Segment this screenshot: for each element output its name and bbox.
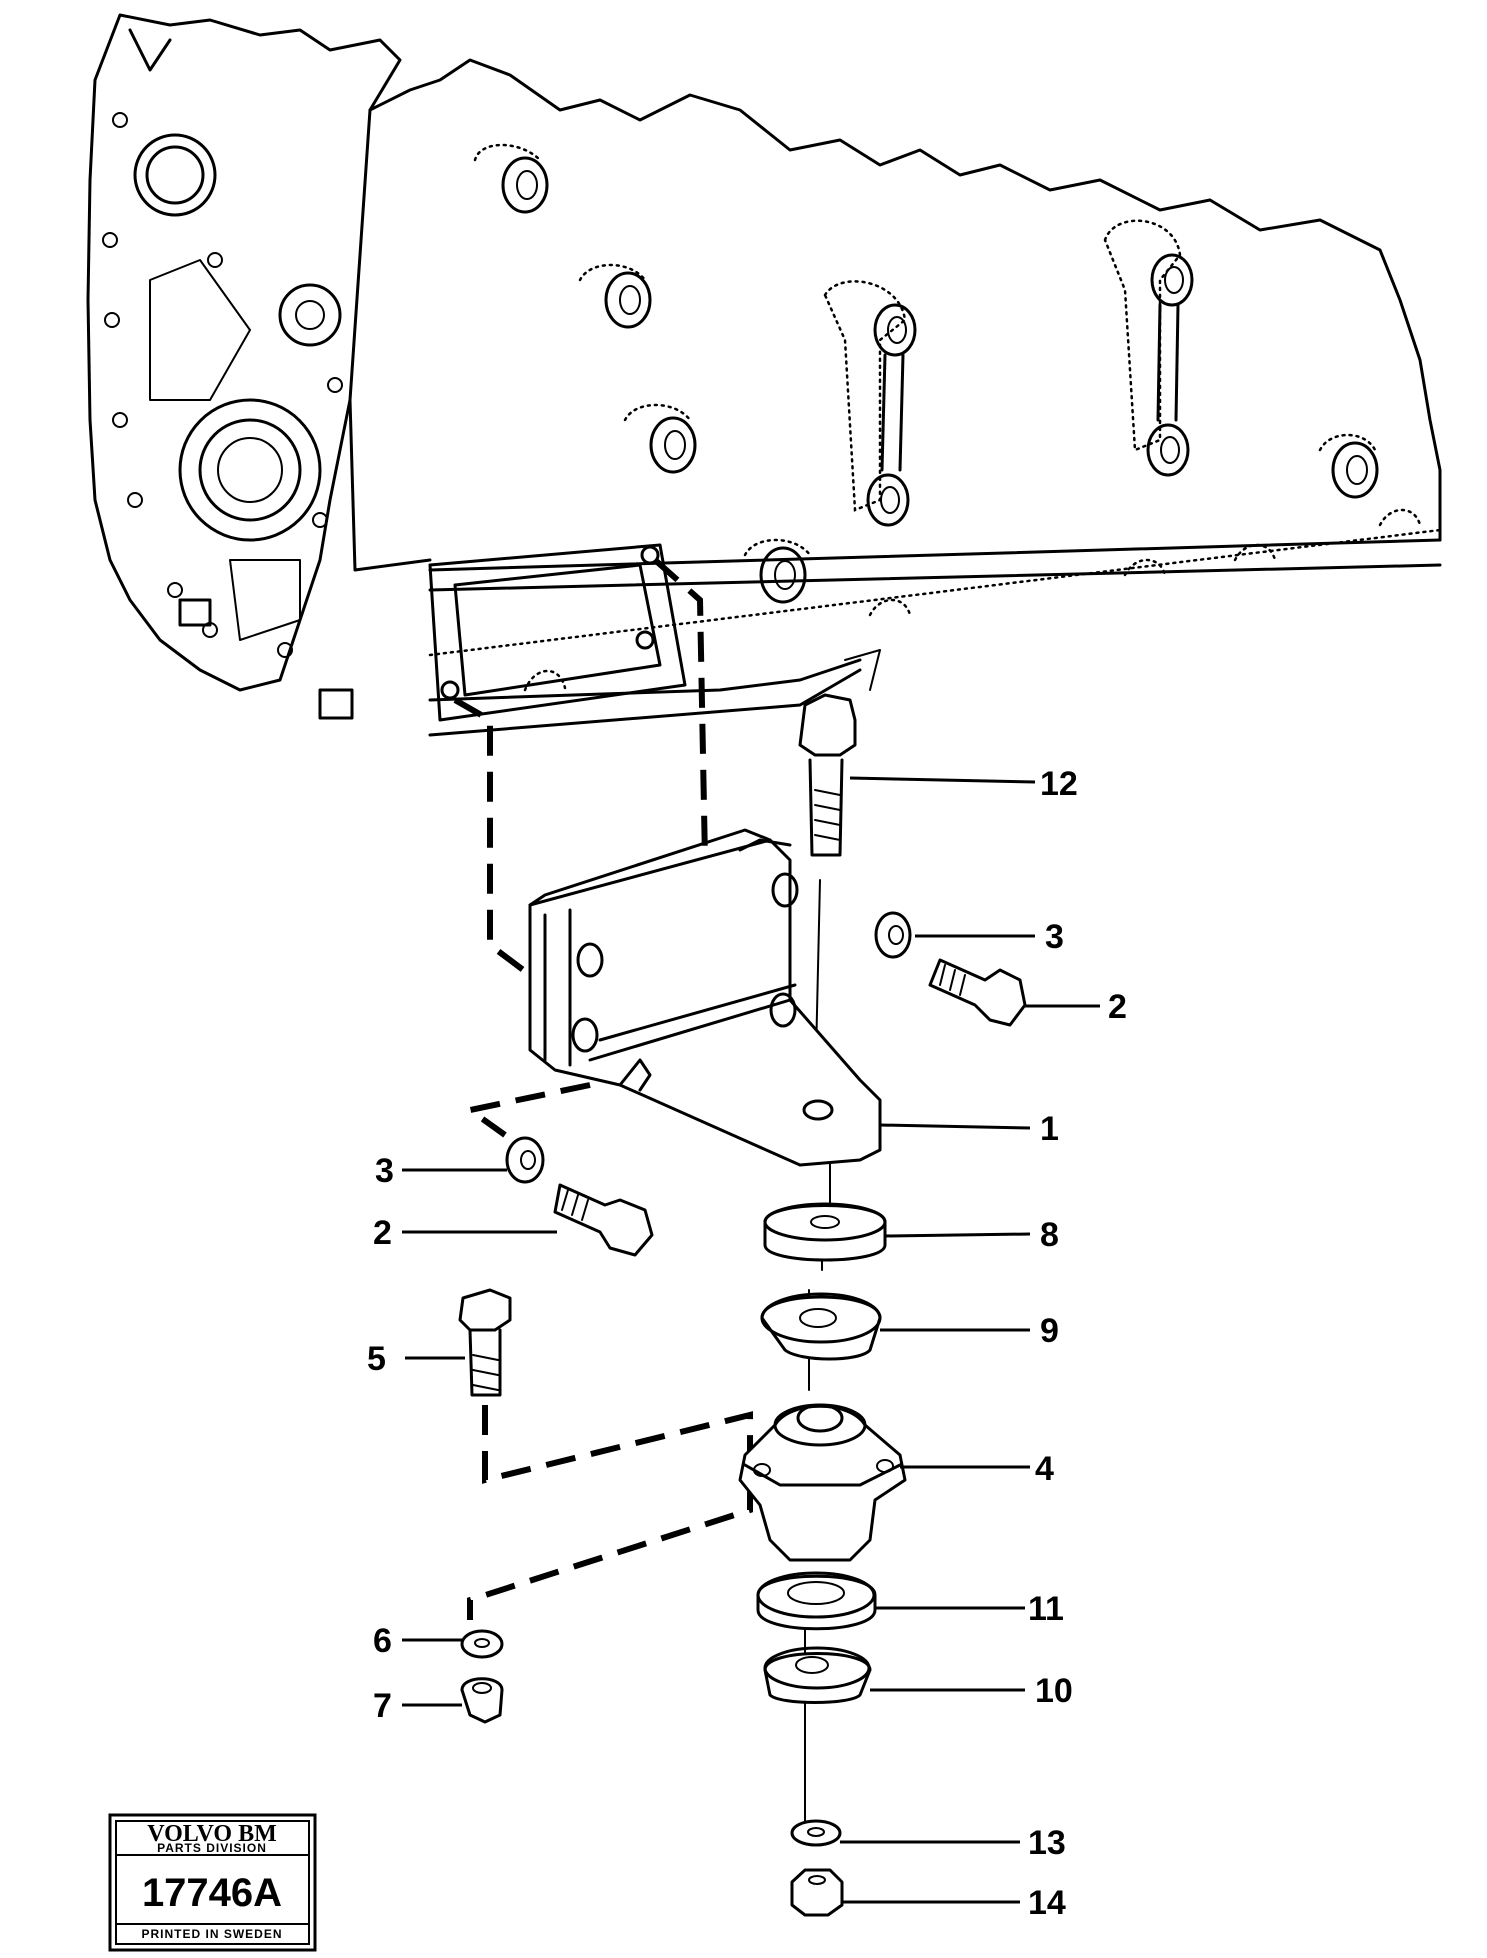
- block-boss: [743, 538, 812, 604]
- rubber-mount-4: [738, 1403, 907, 1562]
- nut-7: [460, 1677, 504, 1724]
- callout-8: 8: [1040, 1216, 1059, 1254]
- cushion-9: [760, 1292, 882, 1361]
- callout-12: 12: [1040, 765, 1078, 803]
- callout-2: 2: [373, 1214, 392, 1252]
- washer-10: [763, 1646, 872, 1704]
- block-boss: [578, 263, 652, 329]
- callout-14: 14: [1028, 1884, 1066, 1922]
- nut-14: [790, 1868, 844, 1917]
- bolt-5: [458, 1288, 512, 1397]
- mount-bracket: [528, 828, 882, 1167]
- callout-5: 5: [367, 1340, 386, 1378]
- washer-3-lower: [505, 1136, 545, 1184]
- callout-13: 13: [1028, 1824, 1066, 1862]
- callout-11: 11: [1028, 1590, 1064, 1628]
- callout-labels: 12 3 2 1 3 2 8 9 5 4 11 6 7 10 13 14: [367, 765, 1127, 1922]
- washer-8: [763, 1202, 887, 1262]
- washer-13: [790, 1819, 842, 1847]
- engine-block: [86, 13, 1442, 737]
- callout-1: 1: [1040, 1110, 1059, 1148]
- bolt-2-upper: [928, 958, 1027, 1027]
- block-boss: [623, 403, 697, 474]
- bolt-12: [798, 693, 857, 857]
- callout-4: 4: [1035, 1450, 1054, 1488]
- assembly-guide-lines: [453, 557, 831, 1841]
- volvo-bm-stamp: VOLVO BM PARTS DIVISION 17746A PRINTED I…: [108, 1813, 317, 1952]
- washer-3-upper: [874, 911, 912, 959]
- stamp-printed: PRINTED IN SWEDEN: [141, 1927, 282, 1941]
- stamp-brand: VOLVO BM: [147, 1821, 277, 1847]
- callout-3: 3: [375, 1152, 394, 1190]
- block-rod-right: [1103, 219, 1194, 477]
- stamp-division: PARTS DIVISION: [157, 1841, 267, 1855]
- callout-7: 7: [373, 1687, 392, 1725]
- callout-3: 3: [1045, 918, 1064, 956]
- block-rod-left: [823, 280, 917, 527]
- block-boss: [1318, 433, 1379, 499]
- leader-lines: [402, 776, 1100, 1904]
- callout-2: 2: [1108, 988, 1127, 1026]
- washer-6: [460, 1629, 504, 1659]
- washer-11: [756, 1571, 877, 1631]
- callout-10: 10: [1035, 1672, 1073, 1710]
- stamp-number: 17746A: [142, 1871, 282, 1915]
- callout-9: 9: [1040, 1312, 1059, 1350]
- bolt-2-lower: [553, 1183, 654, 1257]
- callout-6: 6: [373, 1622, 392, 1660]
- block-boss: [473, 143, 549, 214]
